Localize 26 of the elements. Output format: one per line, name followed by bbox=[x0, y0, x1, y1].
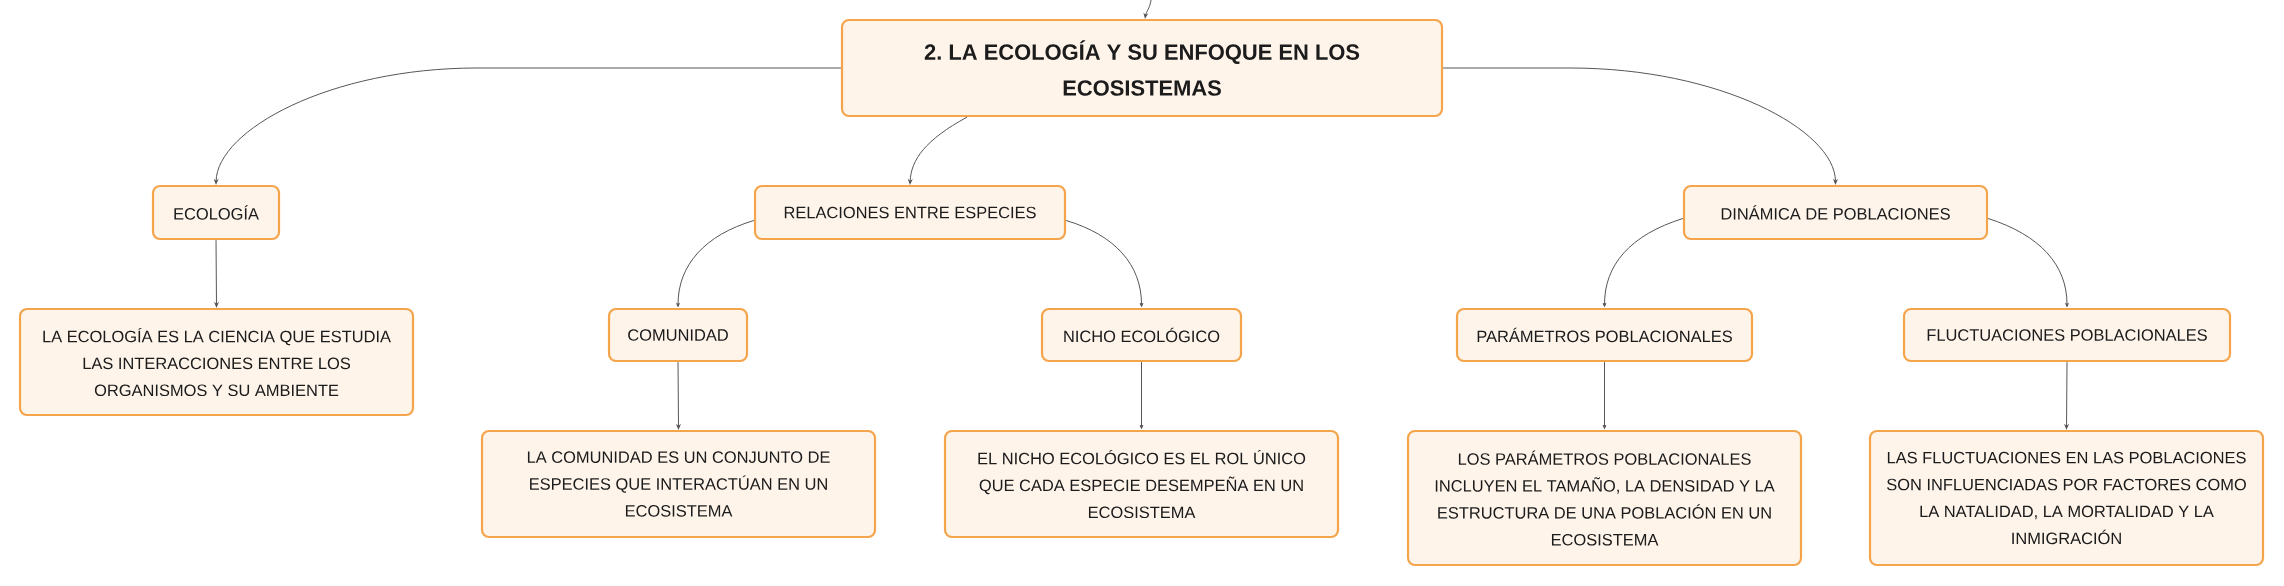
topic-box: NICHO ECOLÓGICO bbox=[1040, 307, 1243, 363]
connector-arrow bbox=[676, 220, 755, 308]
description-box: LA COMUNIDAD ES UN CONJUNTO DE ESPECIES QUE INTERACTÚAN EN UN ECOSISTEMA bbox=[480, 429, 877, 539]
connector-arrow bbox=[908, 116, 968, 185]
description-box: LA ECOLOGÍA ES LA CIENCIA QUE ESTUDIA LAS INTERACCIONES ENTRE LOS ORGANISMOS Y SU AMBIENTE bbox=[18, 307, 415, 417]
connector-arrow bbox=[1143, 0, 1152, 19]
topic-box: PARÁMETROS POBLACIONALES bbox=[1455, 307, 1754, 363]
topic-box: ECOLOGÍA bbox=[151, 184, 281, 241]
topic-box: DINÁMICA DE POBLACIONES bbox=[1682, 184, 1989, 241]
connector-arrow bbox=[1987, 218, 2069, 308]
description-box: EL NICHO ECOLÓGICO ES EL ROL ÚNICO QUE CADA ESPECIE DESEMPEÑA EN UN ECOSISTEMA bbox=[943, 429, 1340, 539]
connector-arrow bbox=[676, 361, 681, 430]
connector-arrow bbox=[1065, 220, 1144, 308]
connector-arrow bbox=[214, 239, 219, 308]
central-topic-box: 2. LA ECOLOGÍA Y SU ENFOQUE EN LOS ECOSISTEMAS bbox=[840, 18, 1444, 118]
topic-box: RELACIONES ENTRE ESPECIES bbox=[753, 184, 1067, 241]
description-box: LOS PARÁMETROS POBLACIONALES INCLUYEN EL TAMAÑO, LA DENSIDAD Y LA ESTRUCTURA DE UNA POBLACIÓN EN UN ECOSISTEMA bbox=[1406, 429, 1803, 567]
connector-arrow bbox=[1442, 67, 1838, 185]
connector-arrow bbox=[2064, 361, 2069, 430]
connector-arrow bbox=[1139, 361, 1144, 430]
connector-arrow bbox=[214, 67, 842, 185]
connector-arrow bbox=[1602, 218, 1684, 308]
topic-box: FLUCTUACIONES POBLACIONALES bbox=[1902, 307, 2232, 363]
description-box: LAS FLUCTUACIONES EN LAS POBLACIONES SON INFLUENCIADAS POR FACTORES COMO LA NATALIDAD, LA MORTALIDAD Y LA INMIGRACIÓN bbox=[1868, 429, 2265, 567]
topic-box: COMUNIDAD bbox=[607, 307, 749, 363]
connector-arrow bbox=[1602, 361, 1607, 430]
